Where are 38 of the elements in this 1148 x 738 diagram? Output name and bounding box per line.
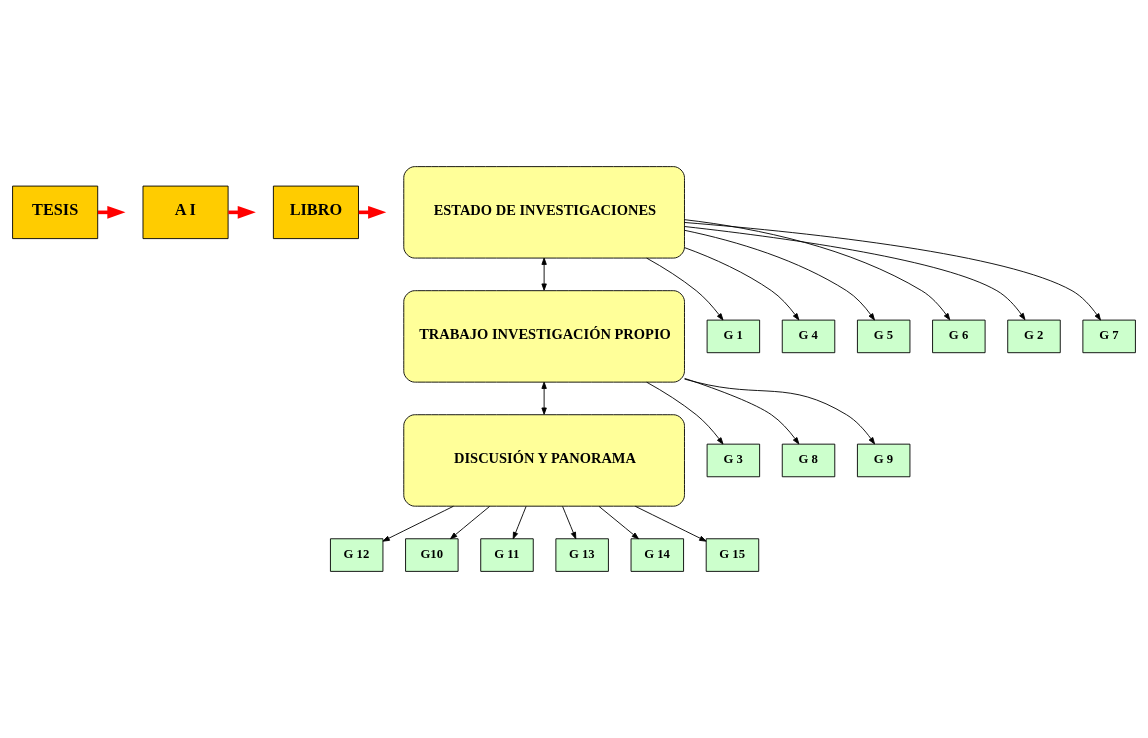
arrow (646, 381, 724, 445)
node-box: G 15 (705, 538, 760, 572)
arrow (684, 229, 875, 321)
node-box: G 3 (706, 443, 761, 478)
arrow (512, 505, 527, 540)
node-box: G10 (405, 538, 459, 572)
node-box: LIBRO (272, 185, 359, 240)
arrow (450, 505, 491, 540)
node-box: G 5 (856, 319, 911, 354)
node-box: TRABAJO INVESTIGACIÓN PROPIO (403, 290, 685, 383)
node-box: G 6 (932, 319, 986, 354)
arrow (684, 226, 1026, 321)
node-box: G 8 (781, 443, 836, 478)
node-box: ESTADO DE INVESTIGACIONES (403, 166, 685, 259)
arrow (634, 505, 707, 542)
node-box: G 9 (856, 443, 911, 478)
node-box: G 14 (630, 538, 684, 572)
node-box: G 2 (1007, 319, 1061, 354)
arrow (646, 257, 724, 321)
arrow (684, 377, 800, 445)
arrow (382, 505, 454, 542)
arrow (598, 505, 639, 540)
arrow (684, 247, 800, 321)
node-box: A I (142, 185, 229, 240)
arrow (562, 505, 577, 540)
arrow (684, 222, 1101, 321)
node-box: G 11 (480, 538, 534, 572)
arrow (684, 219, 951, 321)
arrow (684, 378, 876, 445)
node-box: G 7 (1082, 319, 1136, 354)
node-box: TESIS (12, 185, 99, 240)
node-box: G 12 (329, 538, 384, 572)
arrow (541, 381, 547, 415)
node-box: DISCUSIÓN Y PANORAMA (403, 414, 685, 507)
node-box: G 1 (706, 319, 761, 354)
node-box: G 13 (555, 538, 609, 572)
node-box: G 4 (781, 319, 836, 354)
arrow (541, 257, 547, 291)
